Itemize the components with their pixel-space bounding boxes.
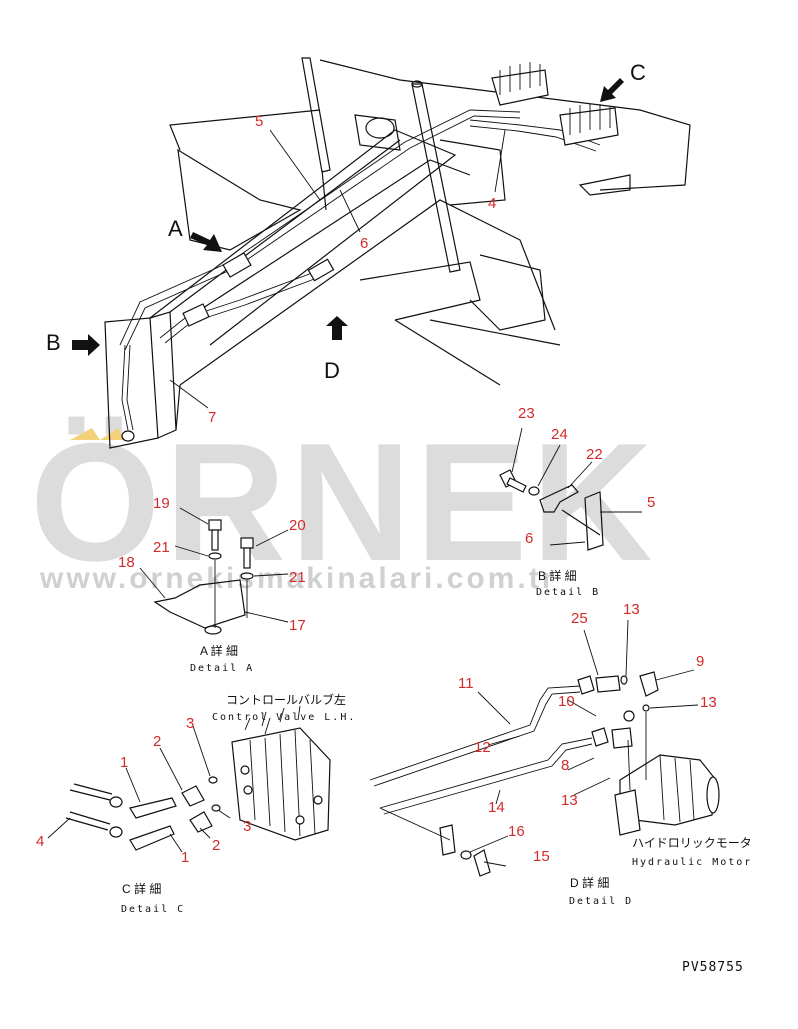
arrow-d-icon [326,316,348,340]
hydraulic-motor-label-en: Hydraulic Motor [632,857,752,868]
callout-d-12: 12 [474,739,491,756]
callout-main-4: 4 [488,195,496,212]
detail-d-title-jp: D 詳 細 [570,875,609,890]
callout-d-11: 11 [458,675,474,692]
detail-d-title-en: Detail D [569,896,633,907]
view-label-d: D [324,358,340,383]
detail-a-title-jp: A 詳 細 [200,643,238,658]
callout-d-25: 25 [571,610,588,627]
callout-d-16: 16 [508,823,525,840]
callout-d-10: 10 [558,693,575,710]
callout-main-6: 6 [360,235,368,252]
callout-d-8: 8 [561,757,569,774]
callout-b-22: 22 [586,446,603,463]
callout-a-21-top: 21 [153,539,170,556]
callout-a-18: 18 [118,554,135,571]
arrow-a-icon [190,232,222,252]
callout-c-2-top: 2 [153,733,161,750]
view-label-b: B [46,330,61,355]
callout-a-19: 19 [153,495,170,512]
callout-c-2-bottom: 2 [212,837,220,854]
callout-c-3-top: 3 [186,715,194,732]
detail-d: 25 13 9 11 10 13 12 8 13 14 16 15 ハイドロリッ… [369,601,752,907]
detail-b-title-jp: B 詳 細 [538,568,577,583]
detail-b-title-en: Detail B [536,587,600,598]
drawing-code: PV58755 [682,960,744,975]
callout-a-17: 17 [289,617,306,634]
hydraulic-motor [614,712,720,836]
watermark-brand: ÖRNEK [30,408,657,596]
control-valve-label-jp: コントロールバルブ左 [226,692,346,707]
callout-c-1-bottom: 1 [181,849,189,866]
watermark-accent [70,428,125,440]
callout-c-1-top: 1 [120,754,128,771]
callout-c-3-bottom: 3 [243,818,251,835]
callout-main-5: 5 [255,113,263,130]
arrow-b-icon [72,334,100,356]
callout-b-23: 23 [518,405,535,422]
callout-d-13-mid: 13 [700,694,717,711]
callout-d-9: 9 [696,653,704,670]
callout-main-7: 7 [208,409,216,426]
callout-b-5: 5 [647,494,655,511]
hydraulic-motor-label-jp: ハイドロリックモータ [632,836,752,850]
watermark: ÖRNEK www.ornekismakinalari.com.tr [30,408,657,596]
detail-a-title-en: Detail A [190,663,254,674]
view-label-a: A [168,216,183,241]
control-valve-lh [231,705,331,841]
callout-d-13-bottom: 13 [561,792,578,809]
detail-a: 19 20 21 21 18 17 A 詳 細 Detail A [118,495,306,674]
callout-d-15: 15 [533,848,550,865]
control-valve-main [491,62,619,146]
callout-c-4: 4 [36,833,44,850]
main-assembly-view: A B C D 5 6 4 7 [46,57,691,449]
watermark-url: www.ornekismakinalari.com.tr [39,562,556,595]
arrow-c-icon [600,78,624,102]
view-label-c: C [630,60,646,85]
control-valve-label-en: Control Valve L.H. [212,712,356,723]
detail-c-title-jp: C 詳 細 [122,881,161,896]
detail-c: 1 2 3 3 2 1 4 コントロールバルブ左 Control Valve L… [36,692,356,915]
callout-b-24: 24 [551,426,568,443]
detail-b: 23 24 22 5 6 B 詳 細 Detail B [499,405,655,598]
callout-d-13-top: 13 [623,601,640,618]
detail-c-title-en: Detail C [121,904,185,915]
callout-b-6: 6 [525,530,533,547]
callout-a-21-bottom: 21 [289,569,306,586]
callout-a-20: 20 [289,517,306,534]
callout-d-14: 14 [488,799,505,816]
